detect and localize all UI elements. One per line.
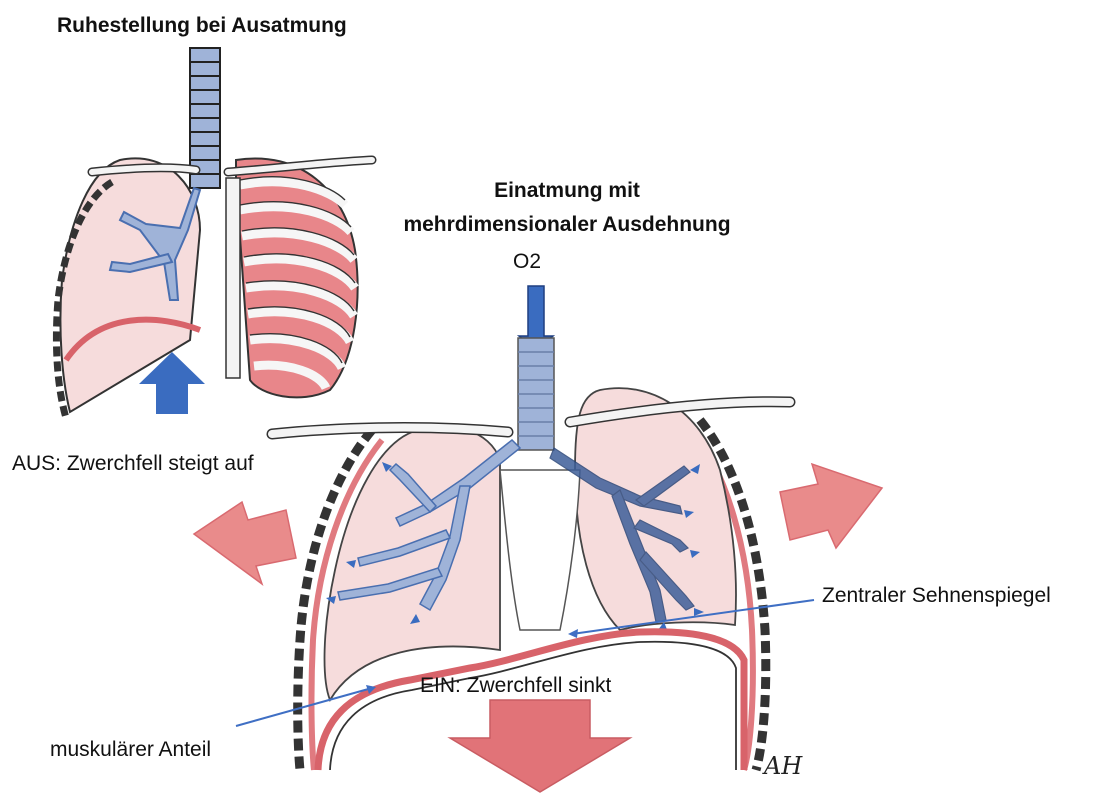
central-tendon-label: Zentraler Sehnenspiegel — [822, 584, 1051, 608]
muscular-part-pointer — [236, 688, 372, 726]
arrow-right-red-icon — [780, 464, 882, 548]
arrow-left-red-icon — [194, 502, 296, 584]
inhale-mediastinum — [500, 470, 580, 630]
title-inhale-line2: mehrdimensionaler Ausdehnung — [372, 208, 762, 242]
inhale-caption: EIN: Zwerchfell sinkt — [420, 674, 611, 698]
title-inhale-line1: Einatmung mit — [372, 174, 762, 208]
muscular-part-label: muskulärer Anteil — [50, 738, 211, 762]
inhale-trachea — [518, 338, 554, 450]
title-exhale: Ruhestellung bei Ausatmung — [57, 14, 347, 38]
o2-label: O2 — [513, 250, 541, 274]
inhale-illustration — [194, 338, 882, 792]
exhale-caption: AUS: Zwerchfell steigt auf — [12, 452, 254, 476]
exhale-illustration — [56, 48, 372, 418]
exhale-right-ribcage — [226, 158, 358, 397]
arrow-down-red-icon — [450, 700, 630, 792]
artist-signature: AH — [764, 752, 802, 780]
title-inhale: Einatmung mit mehrdimensionaler Ausdehnu… — [372, 174, 762, 242]
central-tendon-pointer-head — [568, 629, 578, 638]
